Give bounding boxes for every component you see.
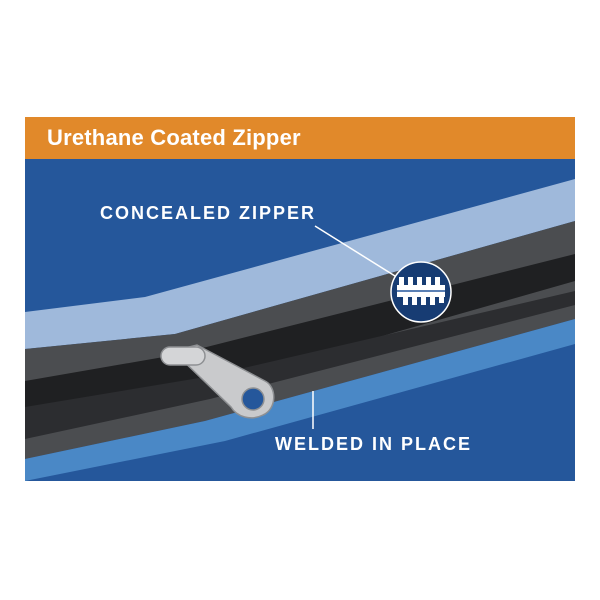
zipper-teeth-magnifier-icon	[390, 261, 452, 323]
diagram-illustration	[25, 179, 575, 481]
welded-band	[25, 319, 575, 481]
concealed-zipper-pointer	[314, 225, 404, 282]
zipper-core-lower-band	[25, 291, 575, 439]
concealed-zipper-label: CONCEALED ZIPPER	[100, 203, 317, 223]
zipper-pull-icon	[160, 344, 275, 419]
title-banner: Urethane Coated Zipper	[25, 117, 575, 159]
banner-title: Urethane Coated Zipper	[47, 125, 301, 150]
welded-in-place-label: WELDED IN PLACE	[275, 434, 473, 454]
zipper-cross-section-diagram: CONCEALED ZIPPER WELDED IN PLACE	[25, 159, 575, 481]
outer-coating-layer	[25, 179, 575, 349]
